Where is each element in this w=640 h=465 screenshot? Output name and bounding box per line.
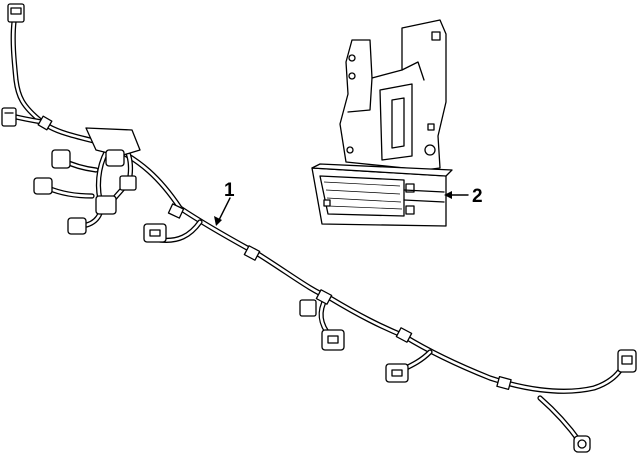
callout-1: 1 [214,180,235,226]
wiring-harness [1,3,637,453]
connector-mid-right [385,363,409,383]
connector-right-end [617,349,637,373]
connector-top-left [7,3,25,23]
sensor-lower-right [573,435,591,453]
connector-mid-left [143,223,167,243]
callout-2: 2 [444,186,483,207]
callout-2-label: 2 [472,186,483,207]
connector-left [1,107,17,127]
module-bracket [311,19,453,227]
callout-1-label: 1 [224,180,235,201]
connector-mid [299,299,345,351]
connector-cluster-left [33,127,141,235]
